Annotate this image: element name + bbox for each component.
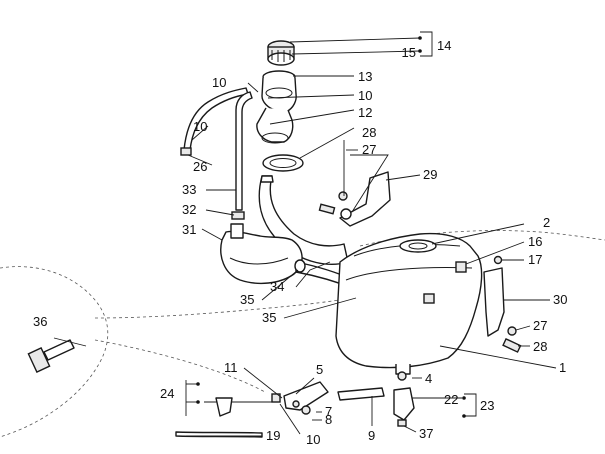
callout-8: 8 (325, 412, 332, 427)
callout-19: 19 (266, 428, 280, 443)
fuel-tank (335, 232, 483, 375)
callout-33: 33 (182, 182, 196, 197)
callout-30: 30 (553, 292, 567, 307)
hose-clamp (260, 175, 274, 183)
mounting-bracket (339, 171, 391, 227)
callout-24: 24 (160, 386, 174, 401)
vent-tube (235, 91, 253, 211)
callout-36: 36 (33, 314, 47, 329)
callout-7: 7 (325, 404, 332, 419)
callout-12: 12 (358, 105, 372, 120)
callout-35: 35 (240, 292, 254, 307)
frame-rail (94, 297, 353, 319)
callout-10: 10 (193, 119, 207, 134)
callout-37: 37 (419, 426, 433, 441)
vapour-canister (220, 223, 303, 285)
hose-end (180, 147, 192, 156)
callout-10: 10 (212, 75, 226, 90)
bolt (27, 339, 75, 373)
filler-cap (267, 40, 295, 66)
callout-26: 26 (193, 159, 207, 174)
callout-27: 27 (362, 142, 376, 157)
tank-boss (423, 293, 435, 304)
callout-29: 29 (423, 167, 437, 182)
callout-17: 17 (528, 252, 542, 267)
callout-10: 10 (358, 88, 372, 103)
callout-27: 27 (533, 318, 547, 333)
callout-28: 28 (362, 125, 376, 140)
upper-screw-set (318, 191, 352, 220)
callout-1: 1 (559, 360, 566, 375)
callout-35: 35 (262, 310, 276, 325)
callout-15: 15 (402, 45, 416, 60)
screw (493, 255, 503, 265)
callout-4: 4 (425, 371, 432, 386)
grommet-ring (262, 154, 304, 172)
callout-2: 2 (543, 215, 550, 230)
callout-9: 9 (368, 428, 375, 443)
clip (231, 211, 245, 220)
leader-lines (53, 31, 557, 437)
vacuum-line (204, 397, 280, 417)
callout-34: 34 (270, 279, 284, 294)
frame-upper (359, 230, 605, 247)
callout-31: 31 (182, 222, 196, 237)
callout-13: 13 (358, 69, 372, 84)
callout-23: 23 (480, 398, 494, 413)
filler-neck (256, 70, 297, 144)
tank-filler-port (399, 239, 437, 253)
callout-11: 11 (224, 360, 238, 375)
tube-clamp (294, 259, 306, 273)
callout-5: 5 (316, 362, 323, 377)
callout-28: 28 (533, 339, 547, 354)
frame-outline (0, 266, 109, 438)
fuel-filter (393, 371, 415, 427)
support-bracket (483, 267, 505, 337)
callout-10: 10 (306, 432, 320, 447)
callout-14: 14 (437, 38, 451, 53)
callout-16: 16 (528, 234, 542, 249)
tank-fitting (455, 261, 467, 273)
fuel-line (337, 387, 385, 401)
right-screw-set (502, 326, 522, 353)
callout-22: 22 (444, 392, 458, 407)
callout-32: 32 (182, 202, 196, 217)
fuel-tap-assembly (271, 381, 329, 415)
frame-lower (94, 339, 266, 393)
